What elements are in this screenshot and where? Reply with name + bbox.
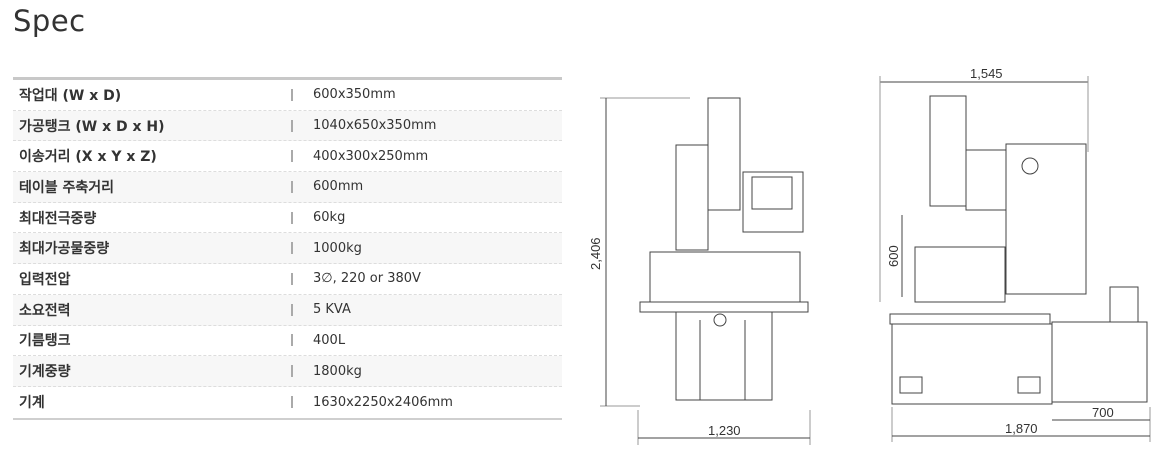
front-width-label: 1,230 <box>708 423 741 438</box>
spec-value: 3∅, 220 or 380V <box>313 271 421 287</box>
spec-row: 기계중량 1800kg <box>13 356 562 387</box>
side-tank-width-label: 700 <box>1092 405 1114 420</box>
spec-row: 기계 1630x2250x2406mm <box>13 387 562 418</box>
spec-label: 최대가공물중량 <box>19 241 110 258</box>
separator <box>291 119 293 132</box>
spec-row: 최대가공물중량 1000kg <box>13 233 562 265</box>
separator <box>291 334 293 347</box>
spec-label: 기름탱크 <box>19 333 71 350</box>
front-height-label: 2,406 <box>588 237 603 270</box>
spec-value: 1000kg <box>313 240 362 256</box>
separator <box>291 180 293 193</box>
side-table-height-label: 600 <box>886 245 901 267</box>
spec-row: 작업대 (W x D) 600x350mm <box>13 80 562 111</box>
spec-value: 5 KVA <box>313 302 351 318</box>
separator <box>291 272 293 285</box>
spec-label: 최대전극중량 <box>19 210 97 227</box>
page-title: Spec <box>13 4 86 38</box>
separator <box>291 365 293 378</box>
separator <box>291 242 293 255</box>
separator <box>291 88 293 101</box>
separator <box>291 211 293 224</box>
separator <box>291 150 293 163</box>
separator <box>291 303 293 316</box>
side-top-width-label: 1,545 <box>970 66 1003 81</box>
spec-value: 1630x2250x2406mm <box>313 394 453 410</box>
front-view-drawing: 2,406 1,230 <box>588 97 811 445</box>
spec-label: 가공탱크 (W x D x H) <box>19 118 165 135</box>
side-total-width-label: 1,870 <box>1005 421 1038 436</box>
spec-row: 최대전극중량 60kg <box>13 203 562 234</box>
spec-label: 기계중량 <box>19 364 71 381</box>
spec-value: 400x300x250mm <box>313 148 429 164</box>
spec-table: 작업대 (W x D) 600x350mm 가공탱크 (W x D x H) 1040… <box>13 77 562 420</box>
spec-label: 입력전압 <box>19 271 71 288</box>
spec-label: 작업대 (W x D) <box>19 87 122 104</box>
spec-value: 1040x650x350mm <box>313 118 437 134</box>
spec-row: 테이블 주축거리 600mm <box>13 172 562 203</box>
spec-row: 이송거리 (X x Y x Z) 400x300x250mm <box>13 141 562 173</box>
spec-row: 소요전력 5 KVA <box>13 294 562 326</box>
spec-label: 테이블 주축거리 <box>19 179 115 196</box>
side-view-drawing: 1,545 600 700 1,870 <box>879 66 1151 442</box>
spec-label: 이송거리 (X x Y x Z) <box>19 149 157 166</box>
spec-value: 400L <box>313 332 346 348</box>
spec-value: 600x350mm <box>313 87 396 103</box>
spec-value: 60kg <box>313 210 346 226</box>
spec-row: 입력전압 3∅, 220 or 380V <box>13 264 562 295</box>
spec-row: 가공탱크 (W x D x H) 1040x650x350mm <box>13 110 562 142</box>
spec-value: 1800kg <box>313 363 362 379</box>
separator <box>291 396 293 409</box>
spec-value: 600mm <box>313 179 364 195</box>
spec-label: 소요전력 <box>19 302 71 319</box>
spec-label: 기계 <box>19 395 45 412</box>
spec-row: 기름탱크 400L <box>13 326 562 357</box>
